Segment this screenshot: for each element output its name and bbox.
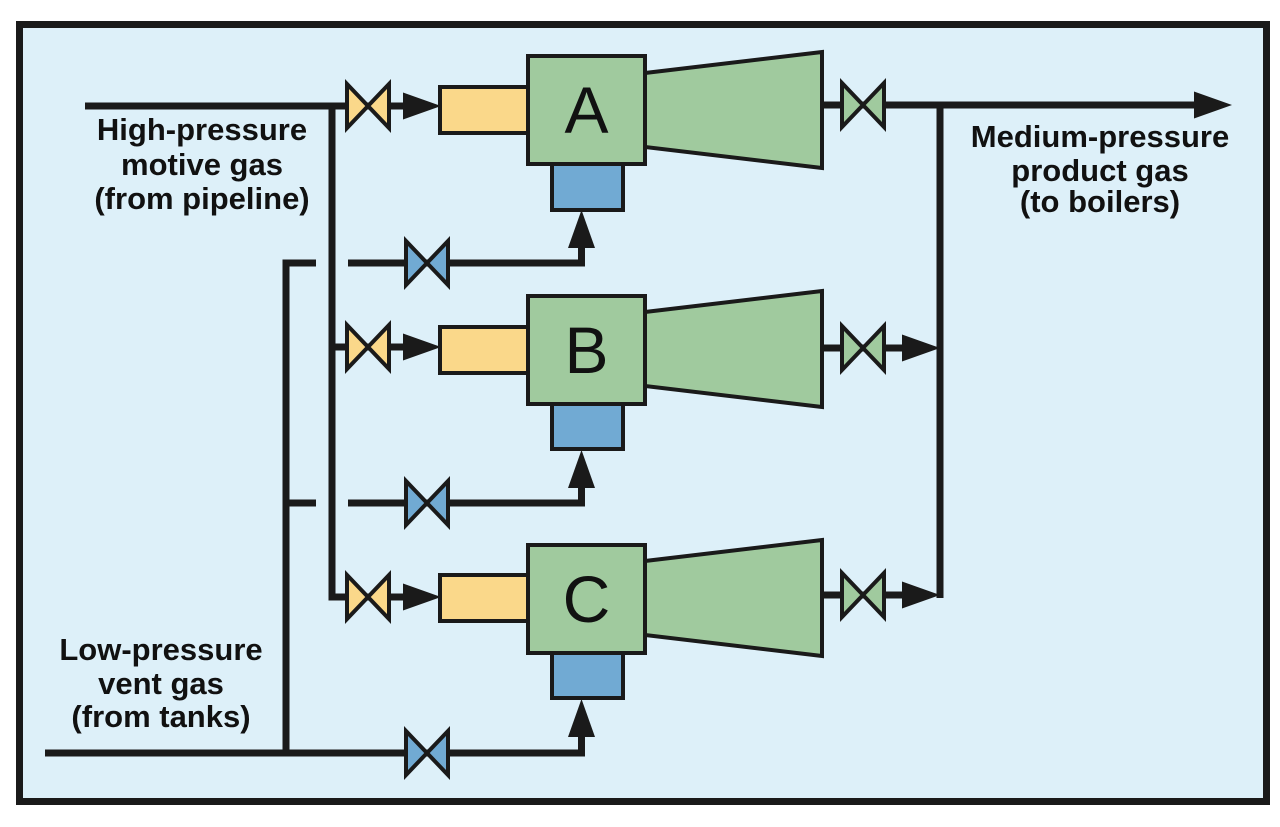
motive-gas-label-line3: (from pipeline): [94, 181, 309, 216]
motive-nozzle-b: [438, 325, 530, 375]
suction-chamber-b: [550, 401, 625, 451]
diffuser-c: [643, 537, 824, 659]
motive-nozzle-a: [438, 85, 530, 135]
motive-gas-label-line1: High-pressure: [97, 112, 307, 147]
product-gas-label-line1: Medium-pressure: [971, 119, 1229, 154]
ejector-body-a: [526, 54, 647, 166]
product-gas-label-line3: (to boilers): [1020, 184, 1180, 219]
ejector-label-b: B: [564, 313, 608, 387]
product-gas-label: Medium-pressure product gas (to boilers): [971, 119, 1229, 219]
ejector-label-a: A: [564, 73, 608, 147]
vent-gas-label-line2: vent gas: [98, 666, 224, 701]
product-gas-label-line2: product gas: [1011, 153, 1188, 188]
vent-gas-label-line1: Low-pressure: [59, 632, 262, 667]
motive-nozzle-c: [438, 573, 530, 623]
ejector-b: B: [438, 288, 824, 451]
vent-header-line: [45, 735, 585, 757]
vent-gas-label-line3: (from tanks): [71, 699, 250, 734]
ejector-label-c: C: [563, 562, 611, 636]
ejector-a: A: [438, 49, 824, 212]
ejector-c: C: [438, 537, 824, 700]
suction-chamber-c: [550, 650, 625, 700]
motive-gas-label-line2: motive gas: [121, 147, 283, 182]
diffuser-a: [643, 49, 824, 171]
motive-gas-label: High-pressure motive gas (from pipeline): [94, 112, 309, 216]
ejector-body-c: [526, 543, 647, 655]
ejector-body-b: [526, 294, 647, 406]
vent-manifold-line: [282, 259, 316, 757]
suction-chamber-a: [550, 162, 625, 212]
diffuser-b: [643, 288, 824, 410]
vent-gas-label: Low-pressure vent gas (from tanks): [59, 632, 262, 734]
